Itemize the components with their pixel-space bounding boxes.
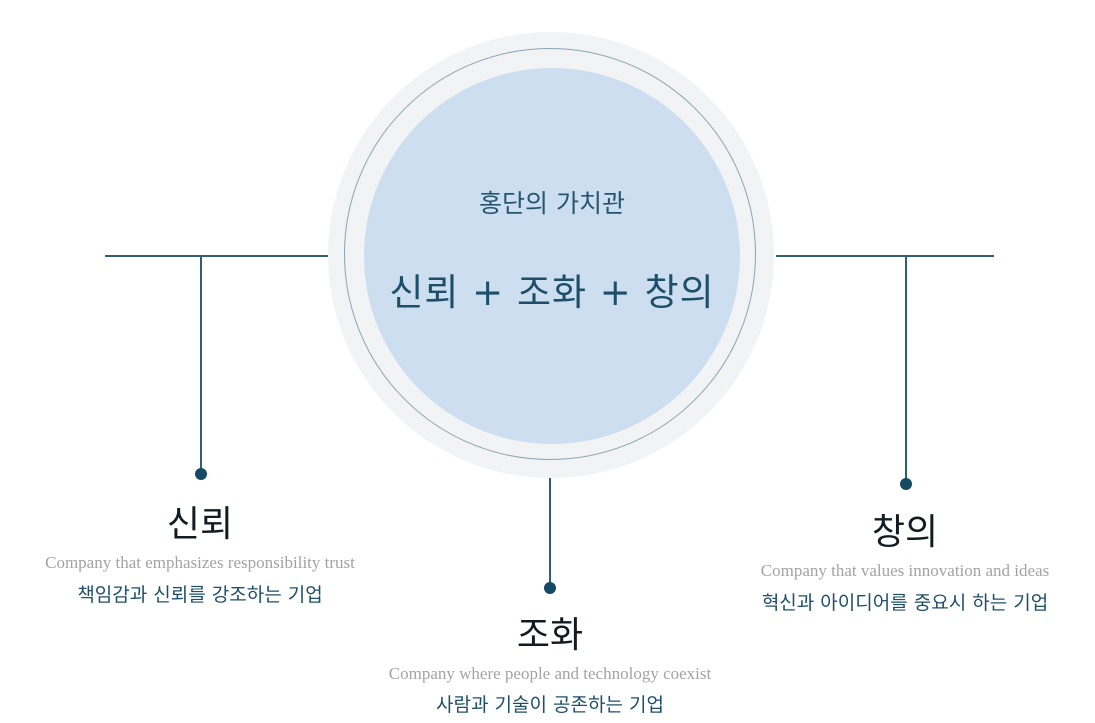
center-drop-line bbox=[549, 478, 551, 588]
value-english: Company where people and technology coex… bbox=[388, 664, 712, 683]
value-korean: 사람과 기술이 공존하는 기업 bbox=[436, 694, 664, 716]
value-trust: 신뢰 Company that emphasizes responsibilit… bbox=[0, 495, 400, 607]
value-korean: 혁신과 아이디어를 중요시 하는 기업 bbox=[761, 592, 1049, 614]
left-drop-line bbox=[200, 256, 202, 473]
right-dot bbox=[900, 478, 912, 490]
right-connector-line bbox=[776, 255, 994, 257]
right-drop-line bbox=[905, 256, 907, 484]
value-english: Company that values innovation and ideas bbox=[760, 561, 1050, 580]
left-connector-line bbox=[105, 255, 328, 257]
value-title: 신뢰 bbox=[166, 504, 234, 545]
left-dot bbox=[195, 468, 207, 480]
thin-ring bbox=[344, 48, 756, 460]
center-circle bbox=[364, 68, 740, 444]
value-harmony: 조화 Company where people and technology c… bbox=[330, 606, 770, 717]
center-dot bbox=[544, 582, 556, 594]
center-subtitle: 홍단의 가치관 bbox=[479, 189, 625, 218]
value-korean: 책임감과 신뢰를 강조하는 기업 bbox=[77, 584, 323, 606]
value-creativity: 창의 Company that values innovation and id… bbox=[705, 503, 1095, 615]
value-title: 창의 bbox=[871, 512, 939, 553]
center-title: 신뢰 + 조화 + 창의 bbox=[389, 271, 715, 314]
value-english: Company that emphasizes responsibility t… bbox=[45, 553, 355, 572]
value-title: 조화 bbox=[516, 615, 584, 656]
